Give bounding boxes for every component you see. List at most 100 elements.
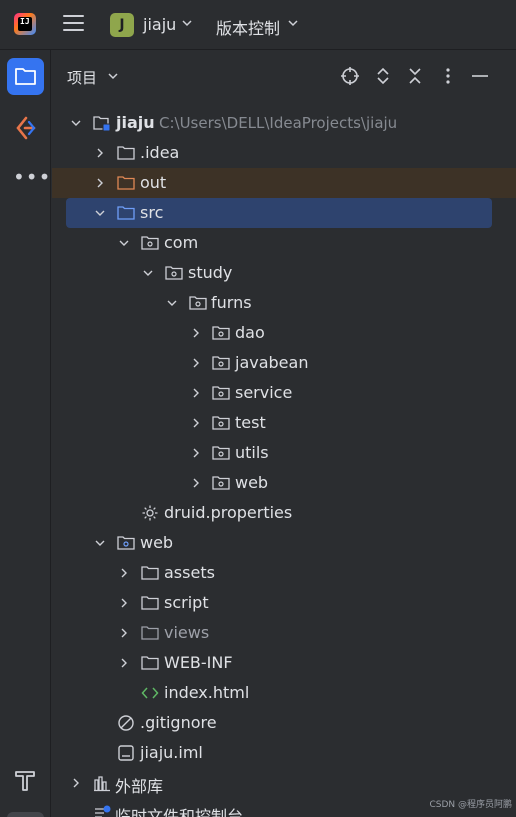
expand-all-icon[interactable] — [373, 66, 393, 86]
tree-row-external-libraries[interactable]: 外部库 — [52, 768, 516, 798]
chevron-right-icon[interactable] — [191, 448, 201, 458]
tree-row-out[interactable]: out — [52, 168, 516, 198]
chevron-right-icon[interactable] — [119, 598, 129, 608]
project-badge[interactable]: J — [110, 13, 134, 37]
project-switcher[interactable]: jiaju — [143, 15, 177, 34]
chevron-right-icon[interactable] — [191, 328, 201, 338]
tree-row-druid-properties[interactable]: druid.properties — [52, 498, 516, 528]
tree-row-assets[interactable]: assets — [52, 558, 516, 588]
chevron-right-icon[interactable] — [95, 178, 105, 188]
build-icon[interactable] — [13, 768, 37, 792]
tree-row-study[interactable]: study — [52, 258, 516, 288]
tree-row-index-html[interactable]: index.html — [52, 678, 516, 708]
minimize-icon[interactable] — [470, 66, 490, 86]
gear-icon — [142, 505, 158, 521]
tree-row-utils[interactable]: utils — [52, 438, 516, 468]
more-tools-icon[interactable]: ••• — [13, 165, 52, 189]
tree-row-dao[interactable]: dao — [52, 318, 516, 348]
tree-label: .idea — [140, 143, 180, 162]
folder-icon — [141, 566, 159, 580]
tree-label: views — [164, 623, 210, 642]
ignore-file-icon — [118, 715, 134, 731]
tree-label: com — [164, 233, 199, 252]
project-tool-button[interactable] — [7, 58, 44, 95]
tree-label: WEB-INF — [164, 653, 233, 672]
tree-row-jiaju-iml[interactable]: jiaju.iml — [52, 738, 516, 768]
tree-row-com[interactable]: com — [52, 228, 516, 258]
package-icon — [212, 446, 230, 460]
tree-row-javabean[interactable]: javabean — [52, 348, 516, 378]
git-icon[interactable] — [13, 115, 39, 141]
chevron-right-icon[interactable] — [191, 418, 201, 428]
package-icon — [212, 326, 230, 340]
package-icon — [141, 236, 159, 250]
library-icon — [94, 776, 110, 792]
chevron-down-icon[interactable] — [288, 19, 298, 27]
tree-label: 外部库 — [115, 777, 164, 796]
locate-icon[interactable] — [340, 66, 360, 86]
tree-label: web — [235, 473, 269, 492]
chevron-down-icon[interactable] — [182, 19, 192, 27]
tree-row-web-inf[interactable]: WEB-INF — [52, 648, 516, 678]
tree-label: service — [235, 383, 293, 402]
chevron-right-icon[interactable] — [95, 148, 105, 158]
tree-label: src — [140, 203, 164, 222]
panel-title[interactable]: 项目 — [67, 69, 98, 87]
chevron-down-icon[interactable] — [143, 268, 153, 278]
tree-row-scratches[interactable]: 临时文件和控制台 — [52, 798, 516, 817]
tree-label: web — [140, 533, 174, 552]
scratches-icon — [95, 805, 111, 817]
chevron-right-icon[interactable] — [191, 478, 201, 488]
tree-label: study — [188, 263, 233, 282]
tree-row-gitignore[interactable]: .gitignore — [52, 708, 516, 738]
folder-icon — [141, 656, 159, 670]
tree-label: dao — [235, 323, 265, 342]
tree-label: assets — [164, 563, 215, 582]
chevron-right-icon[interactable] — [191, 388, 201, 398]
chevron-down-icon[interactable] — [167, 298, 177, 308]
tree-row-views[interactable]: views — [52, 618, 516, 648]
tree-row-src[interactable]: src — [52, 198, 516, 228]
tree-row-web-package[interactable]: web — [52, 468, 516, 498]
tree-label: druid.properties — [164, 503, 293, 522]
tree-row-web-folder[interactable]: web — [52, 528, 516, 558]
chevron-down-icon[interactable] — [71, 118, 81, 128]
package-icon — [212, 416, 230, 430]
tree-row-test[interactable]: test — [52, 408, 516, 438]
watermark: CSDN @程序员阿鹏 — [429, 800, 512, 810]
tree-label: utils — [235, 443, 269, 462]
chevron-right-icon[interactable] — [119, 568, 129, 578]
tree-label: .gitignore — [140, 713, 217, 732]
package-icon — [189, 296, 207, 310]
tree-row-script[interactable]: script — [52, 588, 516, 618]
tree-row-service[interactable]: service — [52, 378, 516, 408]
kebab-menu-icon[interactable] — [438, 66, 458, 86]
main-menu-icon[interactable] — [63, 15, 84, 33]
chevron-right-icon[interactable] — [119, 628, 129, 638]
chevron-down-icon[interactable] — [108, 72, 118, 80]
tree-label: out — [140, 173, 167, 192]
folder-icon — [141, 626, 159, 640]
intellij-logo-icon[interactable]: IJ — [14, 13, 36, 35]
collapse-all-icon[interactable] — [405, 66, 425, 86]
tree-row-jiaju[interactable]: jiaju C:\Users\DELL\IdeaProjects\jiaju — [52, 108, 516, 138]
chevron-down-icon[interactable] — [95, 208, 105, 218]
tree-label: 临时文件和控制台 — [115, 807, 244, 817]
html-file-icon — [141, 687, 159, 699]
folder-icon — [141, 596, 159, 610]
tree-label: index.html — [164, 683, 250, 702]
chevron-down-icon[interactable] — [95, 538, 105, 548]
source-folder-icon — [117, 206, 135, 220]
tree-label: javabean — [235, 353, 309, 372]
tree-label: jiaju.iml — [140, 743, 203, 762]
chevron-right-icon[interactable] — [71, 778, 81, 788]
tree-row-idea[interactable]: .idea — [52, 138, 516, 168]
tree-row-furns[interactable]: furns — [52, 288, 516, 318]
vcs-menu[interactable]: 版本控制 — [216, 19, 281, 38]
bottom-tool-button[interactable] — [7, 812, 44, 817]
chevron-down-icon[interactable] — [119, 238, 129, 248]
chevron-right-icon[interactable] — [191, 358, 201, 368]
chevron-right-icon[interactable] — [119, 658, 129, 668]
tree-label: script — [164, 593, 209, 612]
web-folder-icon — [117, 536, 135, 550]
